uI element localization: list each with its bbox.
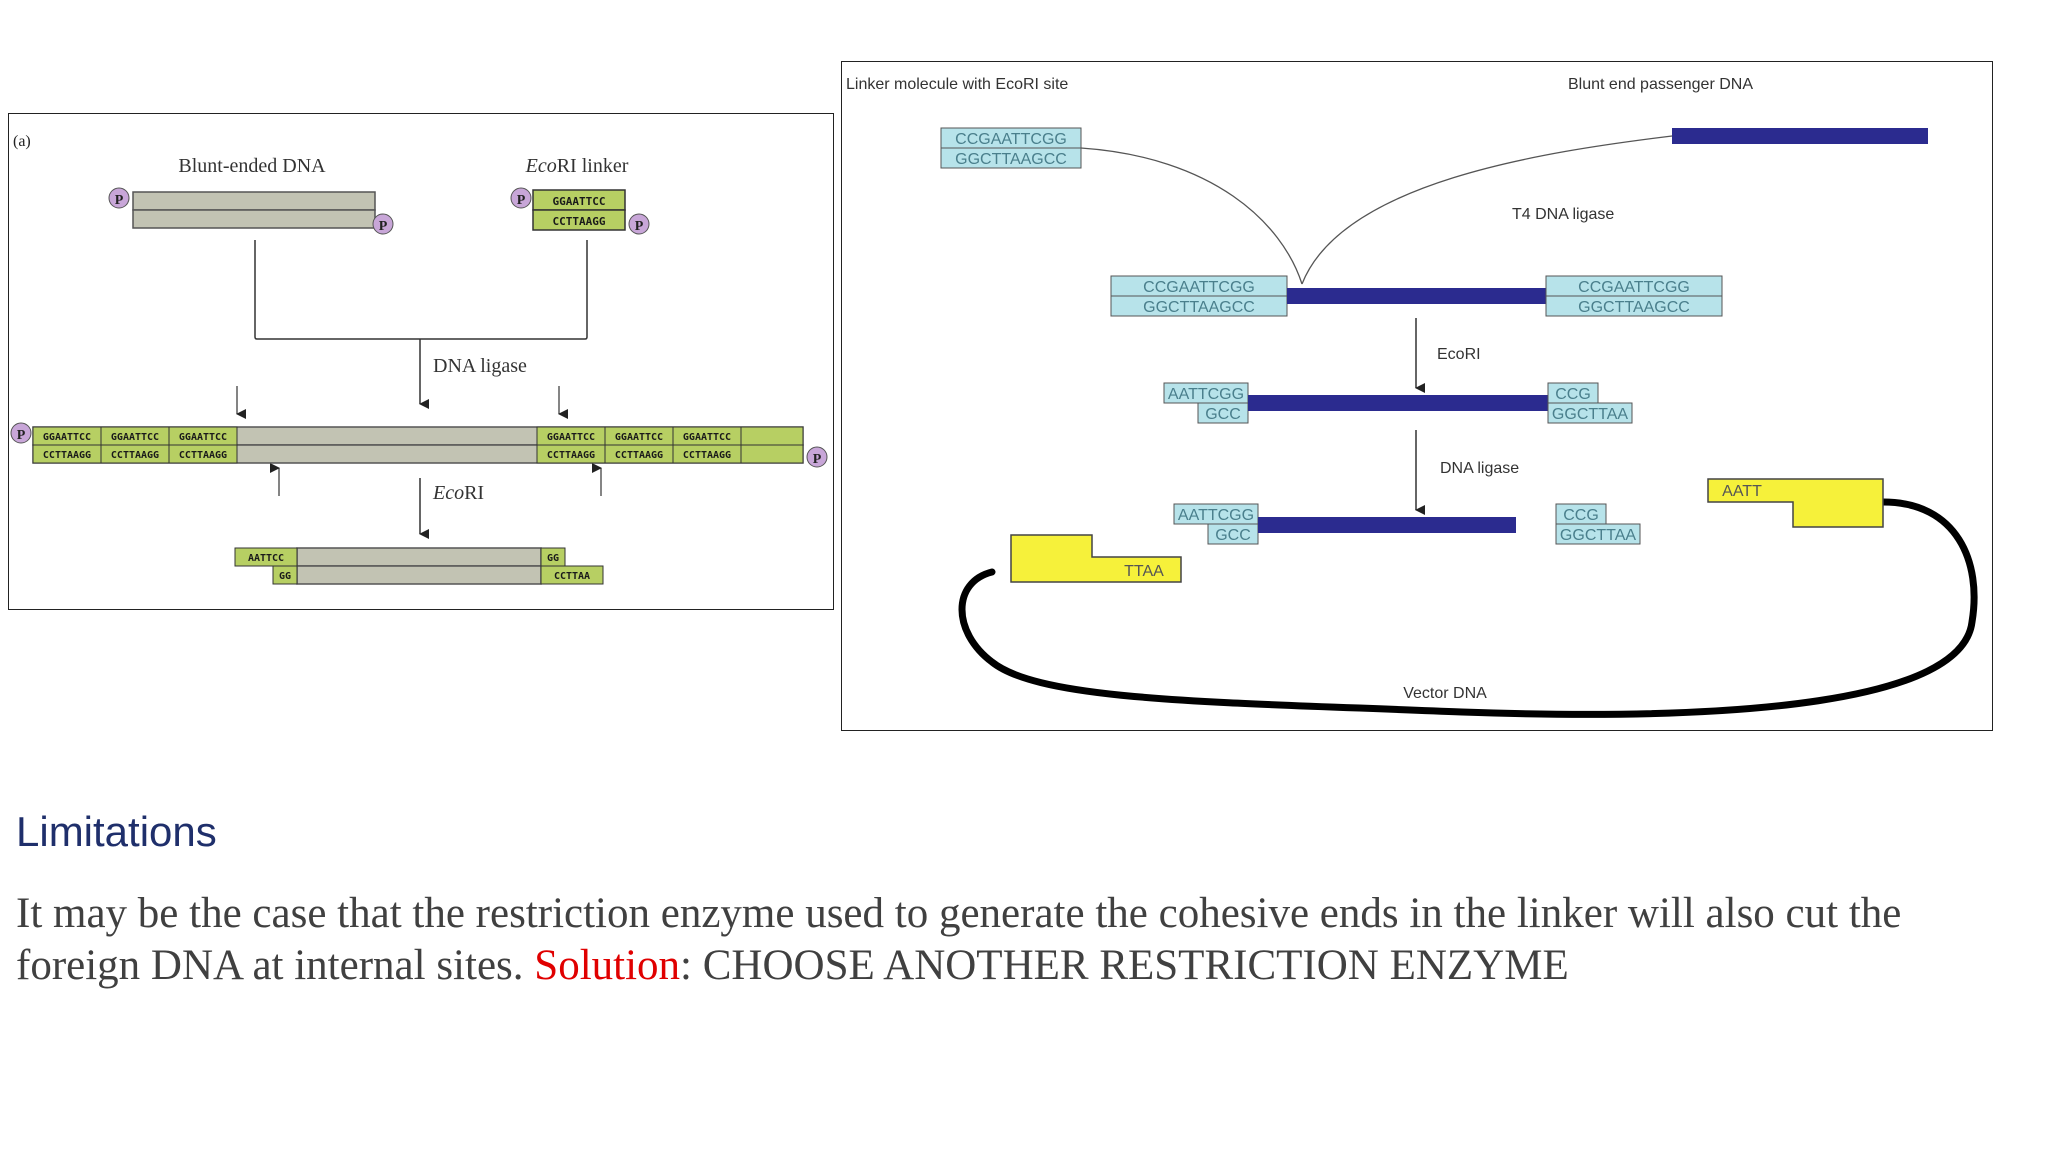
limitations-text: It may be the case that the restriction … [16, 890, 1902, 989]
phosphate-icon: P [10, 422, 32, 444]
phosphate-icon: P [806, 446, 828, 468]
svg-text:GGAATTCC: GGAATTCC [553, 195, 606, 208]
svg-text:GCC: GCC [1205, 406, 1241, 423]
svg-text:CCTTAAGG: CCTTAAGG [683, 450, 731, 461]
figure-a-ecori-linker-ligation: (a) Blunt-ended DNA P P EcoRI linker GGA… [8, 113, 834, 610]
svg-text:CCG: CCG [1563, 507, 1599, 524]
svg-text:GGAATTCC: GGAATTCC [615, 432, 663, 443]
t4-dna-ligase-label: T4 DNA ligase [1512, 206, 1614, 223]
ecori-linker-label: EcoRI linker [525, 155, 629, 177]
svg-text:GGAATTCC: GGAATTCC [683, 432, 731, 443]
limitations-body: It may be the case that the restriction … [16, 888, 2036, 992]
vector-right-end [1707, 478, 1884, 528]
linker-sequence-box: CCGAATTCGG GGCTTAAGCC [940, 127, 1082, 169]
svg-text:P: P [379, 219, 388, 234]
blunt-ended-dna-label: Blunt-ended DNA [178, 155, 326, 177]
svg-text:P: P [635, 219, 644, 234]
svg-text:GGAATTCC: GGAATTCC [179, 432, 227, 443]
passenger-dna-bar [1672, 128, 1928, 144]
svg-text:AATTCGG: AATTCGG [1178, 507, 1254, 524]
solution-label: Solution [534, 942, 681, 989]
linker-connector [1080, 147, 1303, 285]
linker-molecule-title: Linker molecule with EcoRI site [846, 76, 1068, 93]
vector-dna: TTAA AATT Vector DNA [958, 478, 1978, 718]
figure-a-diagram: (a) Blunt-ended DNA P P EcoRI linker GGA… [10, 133, 828, 585]
svg-text:AATT: AATT [1722, 483, 1762, 500]
ecori-label: EcoRI [432, 482, 484, 504]
dna-ligase-label: DNA ligase [1440, 460, 1519, 477]
svg-text:CCTTAAGG: CCTTAAGG [615, 450, 663, 461]
svg-text:CCTTAAGG: CCTTAAGG [553, 215, 606, 228]
vector-left-end [1010, 534, 1182, 583]
digested-fragment: AATTCC GG GG CCTTAA [234, 547, 604, 585]
svg-text:AATTCC: AATTCC [248, 553, 284, 564]
svg-text:GG: GG [279, 571, 291, 582]
passenger-dna-title: Blunt end passenger DNA [1568, 76, 1753, 93]
svg-text:CCTTAAGG: CCTTAAGG [43, 450, 91, 461]
join-bracket [254, 240, 588, 340]
svg-text:CCGAATTCGG: CCGAATTCGG [1578, 279, 1690, 296]
linker-repeat-right: GGAATTCC GGAATTCC GGAATTCC CCTTAAGG CCTT… [536, 426, 742, 464]
svg-text:GGAATTCC: GGAATTCC [43, 432, 91, 443]
phosphate-icon: P [372, 213, 394, 235]
phosphate-icon: P [510, 187, 532, 209]
svg-text:CCTTAAGG: CCTTAAGG [111, 450, 159, 461]
svg-text:GGCTTAA: GGCTTAA [1552, 406, 1628, 423]
svg-text:GGCTTAA: GGCTTAA [1560, 527, 1636, 544]
panel-label: (a) [13, 133, 31, 150]
svg-text:GGCTTAAGCC: GGCTTAAGCC [955, 151, 1067, 168]
svg-text:P: P [813, 452, 822, 467]
svg-text:TTAA: TTAA [1124, 563, 1164, 580]
svg-text:GGAATTCC: GGAATTCC [111, 432, 159, 443]
figure-b-linker-cloning-scheme: Linker molecule with EcoRI site Blunt en… [841, 61, 1993, 731]
linker-repeat-left: GGAATTCC GGAATTCC GGAATTCC CCTTAAGG CCTT… [32, 426, 238, 464]
solution-text: : CHOOSE ANOTHER RESTRICTION ENZYME [680, 942, 1569, 989]
passenger-connector [1301, 135, 1673, 285]
ligated-product: GGAATTCC GGAATTCC GGAATTCC CCTTAAGG CCTT… [32, 426, 804, 464]
cut-molecule: AATTCGG GCC CCG GGCTTAA [1163, 382, 1633, 424]
svg-text:CCG: CCG [1555, 386, 1591, 403]
svg-text:GCC: GCC [1215, 527, 1251, 544]
ecori-linker: GGAATTCC CCTTAAGG [532, 189, 626, 231]
svg-text:CCGAATTCGG: CCGAATTCGG [955, 131, 1067, 148]
svg-text:CCTTAAGG: CCTTAAGG [547, 450, 595, 461]
svg-text:AATTCGG: AATTCGG [1168, 386, 1244, 403]
phosphate-icon: P [108, 187, 130, 209]
svg-text:GGAATTCC: GGAATTCC [547, 432, 595, 443]
svg-text:P: P [115, 193, 124, 208]
svg-text:GG: GG [547, 553, 559, 564]
vector-dna-label: Vector DNA [1403, 685, 1487, 702]
figure-b-diagram: Linker molecule with EcoRI site Blunt en… [846, 76, 1978, 718]
svg-text:CCGAATTCGG: CCGAATTCGG [1143, 279, 1255, 296]
ligated-molecule: CCGAATTCGG GGCTTAAGCC CCGAATTCGG GGCTTAA… [1110, 275, 1723, 317]
final-insert: AATTCGG GCC CCG GGCTTAA [1173, 503, 1641, 545]
svg-text:P: P [17, 428, 26, 443]
phosphate-icon: P [628, 213, 650, 235]
svg-text:CCTTAAGG: CCTTAAGG [179, 450, 227, 461]
dna-ligase-label: DNA ligase [433, 355, 527, 377]
limitations-heading: Limitations [16, 808, 217, 855]
svg-text:CCTTAA: CCTTAA [554, 571, 590, 582]
svg-text:P: P [517, 193, 526, 208]
svg-text:GGCTTAAGCC: GGCTTAAGCC [1143, 299, 1255, 316]
blunt-ended-dna [132, 191, 376, 229]
svg-text:GGCTTAAGCC: GGCTTAAGCC [1578, 299, 1690, 316]
ecori-label: EcoRI [1437, 346, 1481, 363]
